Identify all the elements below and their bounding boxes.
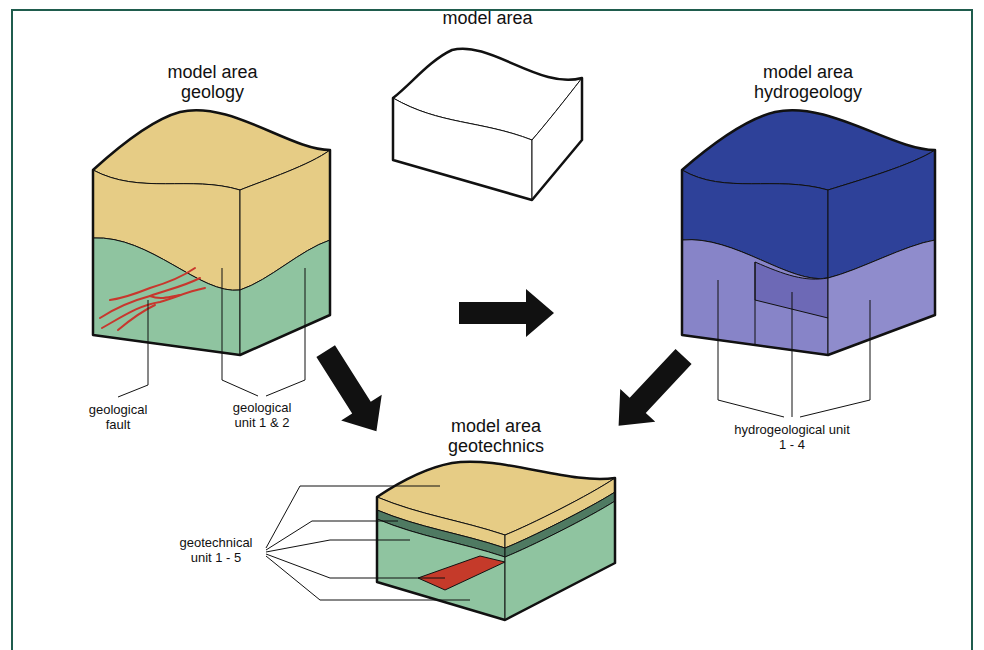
model-block: model area geotechnics bbox=[372, 416, 620, 624]
callout-label: hydrogeological unit 1 - 4 bbox=[732, 422, 852, 452]
fault-line bbox=[100, 278, 200, 318]
frame bbox=[12, 10, 972, 650]
cube-outline bbox=[377, 462, 615, 620]
cube-side bbox=[393, 98, 532, 200]
hydrogeological-unit bbox=[828, 240, 935, 355]
leader-line bbox=[800, 300, 870, 417]
leader-line bbox=[792, 292, 793, 417]
leader-line bbox=[118, 300, 148, 397]
fault-lines bbox=[100, 268, 205, 330]
leader-line bbox=[266, 486, 440, 548]
geotechnical-unit bbox=[377, 519, 505, 620]
model-block: model area hydrogeology bbox=[678, 60, 938, 358]
flow-arrow bbox=[459, 289, 554, 337]
fault-line bbox=[118, 305, 155, 330]
leader-line bbox=[266, 268, 305, 396]
fault-line bbox=[110, 268, 195, 300]
block-title: model area bbox=[425, 8, 550, 28]
cube-outline bbox=[682, 110, 935, 355]
fault-line bbox=[150, 295, 180, 298]
geological-unit bbox=[240, 240, 330, 355]
cube-side bbox=[532, 78, 582, 200]
cube-outline bbox=[93, 110, 330, 355]
geotechnical-unit bbox=[418, 556, 505, 590]
leader-line bbox=[266, 521, 398, 550]
block-title: model area geotechnics bbox=[434, 416, 559, 456]
flow-arrow bbox=[316, 345, 381, 431]
geology-cube bbox=[93, 110, 330, 355]
leader-line bbox=[266, 556, 470, 600]
blank-cube bbox=[393, 49, 582, 200]
block-title: model area geology bbox=[150, 62, 275, 102]
leader-line bbox=[718, 280, 784, 417]
block-title: model area hydrogeology bbox=[746, 62, 871, 102]
model-block: model area geology bbox=[90, 60, 335, 358]
flow-arrow bbox=[619, 349, 692, 426]
callout-label: geotechnical unit 1 - 5 bbox=[170, 535, 262, 565]
leader-line bbox=[266, 540, 410, 552]
leader-lines bbox=[118, 268, 870, 600]
model-block: model area bbox=[390, 5, 585, 203]
geotechnics-cube bbox=[377, 462, 615, 620]
fault-line bbox=[102, 288, 205, 328]
unit-boundary bbox=[755, 262, 756, 345]
callout-label: geological unit 1 & 2 bbox=[222, 400, 302, 430]
callout-label: geological fault bbox=[78, 402, 158, 432]
cube-outline bbox=[393, 49, 582, 200]
leader-line bbox=[266, 554, 445, 578]
leader-line bbox=[222, 268, 258, 396]
geotechnical-unit bbox=[505, 501, 615, 620]
hydrogeology-cube bbox=[682, 110, 935, 355]
